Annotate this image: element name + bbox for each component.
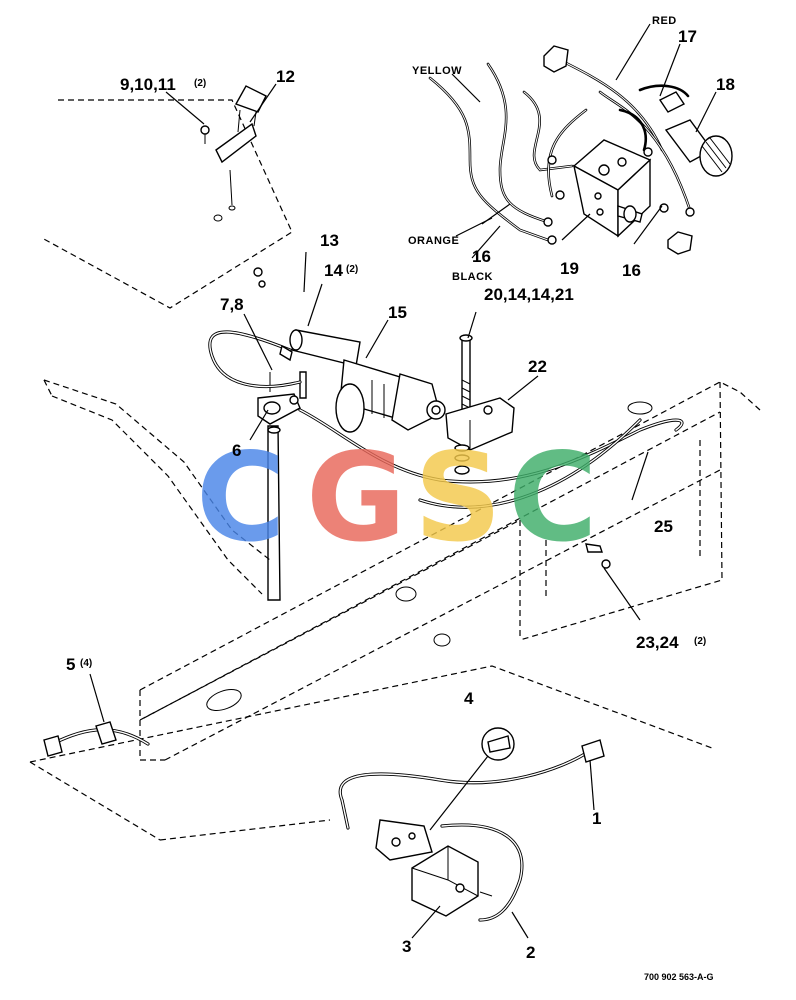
junction-box-3 xyxy=(375,819,493,917)
watermark-letter: C xyxy=(196,427,286,569)
callout-22: 22 xyxy=(528,357,547,376)
watermark-letter: C xyxy=(508,427,598,569)
callout-3: 3 xyxy=(402,937,411,956)
main-frame-beam xyxy=(43,379,761,761)
callout-25: 25 xyxy=(654,517,673,536)
clip-23-24 xyxy=(585,543,611,569)
callout-5: 5 xyxy=(66,655,75,674)
fastener-4 xyxy=(429,727,515,831)
callout-5-qty: (4) xyxy=(80,658,92,669)
wire-label-black: BLACK xyxy=(452,271,493,283)
callout-1: 1 xyxy=(592,809,601,828)
callout-17: 17 xyxy=(678,27,697,46)
switch-wiring-harness xyxy=(428,45,733,255)
callout-16-left: 16 xyxy=(472,247,491,266)
callout-9-10-11: 9,10,11 xyxy=(120,75,176,94)
callout-9-10-11-qty: (2) xyxy=(194,78,206,89)
callout-23-24: 23,24 xyxy=(636,633,679,652)
wire-label-orange: ORANGE xyxy=(408,235,459,247)
callout-14: 14 xyxy=(324,261,343,280)
watermark: C G S C xyxy=(196,427,598,569)
cable-clip-5 xyxy=(43,721,150,757)
figure-code: 700 902 563-A-G xyxy=(644,972,714,982)
actuator-cable xyxy=(208,330,302,389)
callout-12: 12 xyxy=(276,67,295,86)
rotary-knob-18 xyxy=(664,119,733,177)
callout-20-14-14-21: 20,14,14,21 xyxy=(484,285,574,304)
callout-23-24-qty: (2) xyxy=(694,636,706,647)
washer-stack-icon xyxy=(454,444,470,475)
small-nut-icon xyxy=(253,267,266,288)
watermark-letter: S xyxy=(414,427,502,569)
callout-labels: 9,10,11 (2) 12 RED 17 YELLOW 18 ORANGE 1… xyxy=(66,15,735,982)
wire-label-yellow: YELLOW xyxy=(412,65,462,77)
callout-13: 13 xyxy=(320,231,339,250)
callout-15: 15 xyxy=(388,303,407,322)
wire-label-red: RED xyxy=(652,15,677,27)
callout-14-qty: (2) xyxy=(346,264,358,275)
callout-2: 2 xyxy=(526,943,535,962)
connector-plug-17 xyxy=(658,91,686,113)
callout-18: 18 xyxy=(716,75,735,94)
lower-panel-outline xyxy=(29,665,713,841)
callout-4: 4 xyxy=(464,689,474,708)
leader-lines xyxy=(89,23,717,939)
callout-19: 19 xyxy=(560,259,579,278)
callout-6: 6 xyxy=(232,441,241,460)
cable-1 xyxy=(338,739,605,830)
toggle-switch-block-19 xyxy=(572,139,652,238)
hex-nut-icon xyxy=(543,45,693,255)
mounting-bracket-22 xyxy=(445,397,515,451)
watermark-letter: G xyxy=(306,427,406,569)
linear-actuator-15 xyxy=(289,329,446,433)
harness-cable-25 xyxy=(298,401,684,509)
cable-2 xyxy=(440,823,524,922)
dashed-cover-panel xyxy=(41,99,293,309)
callout-7-8: 7,8 xyxy=(220,295,244,314)
ring-terminal-icon xyxy=(543,147,695,245)
mounting-bracket-12 xyxy=(200,85,267,206)
callout-16-right: 16 xyxy=(622,261,641,280)
